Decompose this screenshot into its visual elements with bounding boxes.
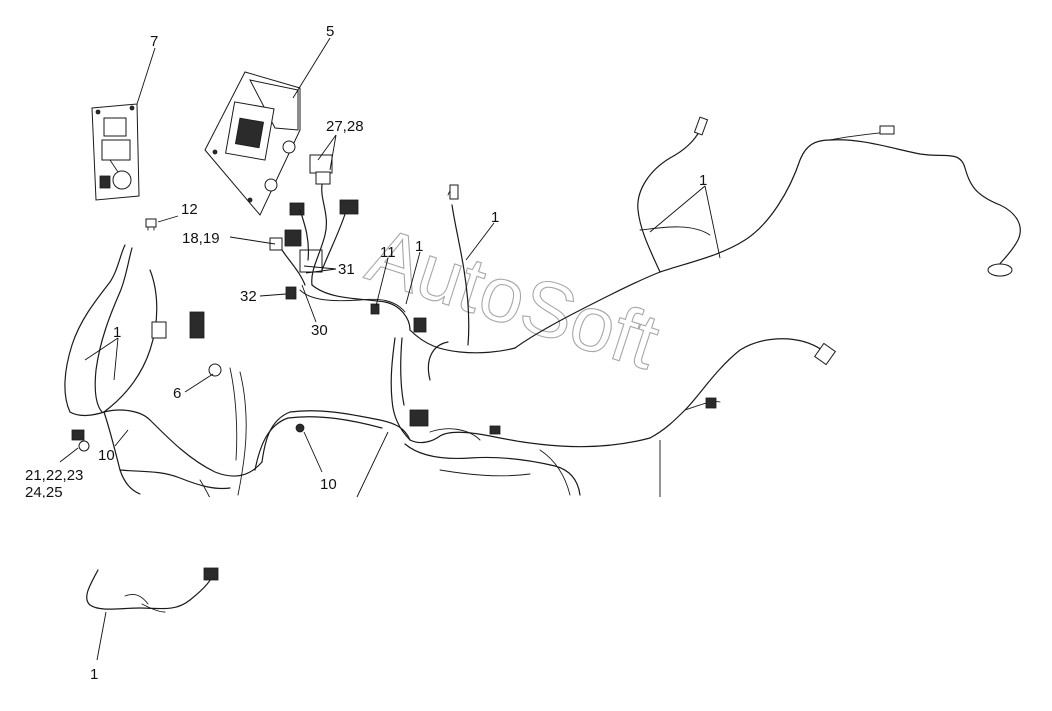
callout-24-25-crop <box>0 498 1052 518</box>
callout-11: 11 <box>380 244 396 261</box>
main-harness <box>64 129 1021 499</box>
leader-lines <box>59 37 721 661</box>
callout-24-25: 24,25 <box>25 484 63 501</box>
callout-27-28: 27,28 <box>326 118 364 135</box>
callout-labels: 7 5 27,28 1 1 12 18,19 11 1 31 32 30 1 6… <box>25 23 707 683</box>
part-7-relay-panel <box>91 103 140 201</box>
callout-5: 5 <box>326 23 334 40</box>
callout-1-center: 1 <box>415 238 423 255</box>
callout-7: 7 <box>150 33 158 50</box>
lower-detail-harness <box>86 567 219 613</box>
callout-30: 30 <box>311 322 328 339</box>
callout-31: 31 <box>338 261 355 278</box>
callout-6: 6 <box>173 385 181 402</box>
callout-18-19: 18,19 <box>182 230 220 247</box>
callout-21-22-23: 21,22,23 <box>25 467 83 484</box>
callout-10-left: 10 <box>98 447 115 464</box>
callout-32: 32 <box>240 288 257 305</box>
callout-1-mid: 1 <box>491 209 499 226</box>
callout-1-left: 1 <box>113 324 121 341</box>
callout-1-bottom: 1 <box>90 666 98 683</box>
part-11-connectors <box>370 303 427 333</box>
callout-1-top-right: 1 <box>699 172 707 189</box>
callout-10-center: 10 <box>320 476 337 493</box>
callout-12: 12 <box>181 201 198 218</box>
part-5-control-unit-plate <box>204 71 301 216</box>
watermark-text: AutoSoft <box>358 210 670 386</box>
part-12-clip <box>145 218 157 231</box>
harness-end-connectors <box>71 116 1013 452</box>
